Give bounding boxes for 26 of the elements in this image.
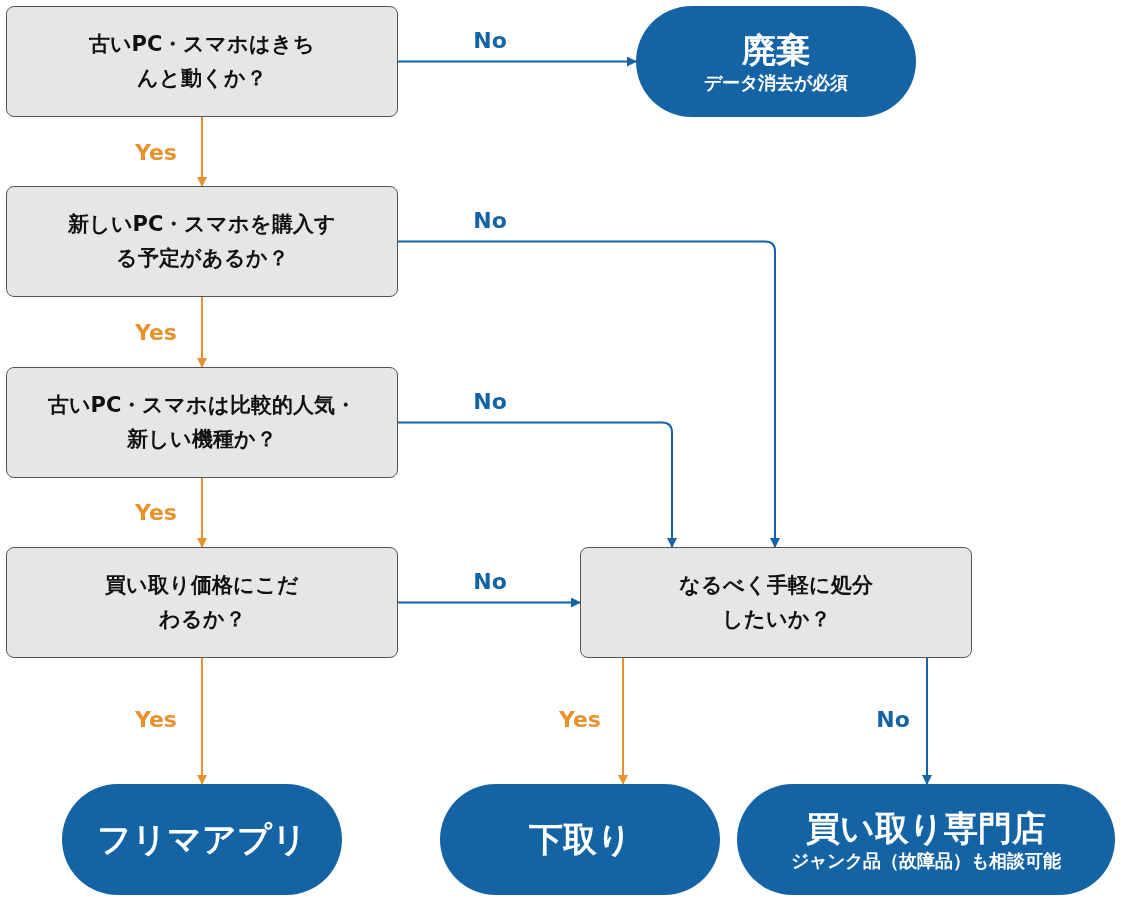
- question-box: [6, 547, 398, 658]
- question-text: 古いPC・スマホはきちんと動くか？: [87, 30, 317, 92]
- result-title: 下取り: [528, 818, 632, 861]
- arrow: [397, 597, 581, 608]
- arrow: [197, 657, 207, 785]
- result-title: 廃棄: [742, 29, 810, 72]
- question-box: [6, 6, 398, 117]
- arrow: [397, 240, 780, 548]
- result-note: データ消去が必須: [704, 71, 848, 94]
- result-title: 買い取り専門店: [806, 807, 1046, 850]
- question-box: [580, 547, 972, 658]
- arrow: [197, 477, 207, 548]
- arrow: [197, 116, 207, 187]
- arrow: [397, 421, 677, 548]
- question-text: 古いPC・スマホは比較的人気・新しい機種か？: [47, 391, 357, 453]
- result-title: フリマアプリ: [97, 818, 307, 861]
- question-text: 買い取り価格にこだわるか？: [104, 571, 300, 633]
- arrow: [618, 657, 628, 785]
- question-text: 新しいPC・スマホを購入する予定があるか？: [66, 210, 338, 272]
- arrow: [197, 296, 207, 368]
- question-text: なるべく手軽に処分したいか？: [678, 571, 874, 633]
- question-box: [6, 367, 398, 478]
- arrow: [397, 56, 637, 67]
- question-box: [6, 186, 398, 297]
- arrow: [922, 657, 932, 785]
- result-note: ジャンク品（故障品）も相談可能: [791, 849, 1061, 872]
